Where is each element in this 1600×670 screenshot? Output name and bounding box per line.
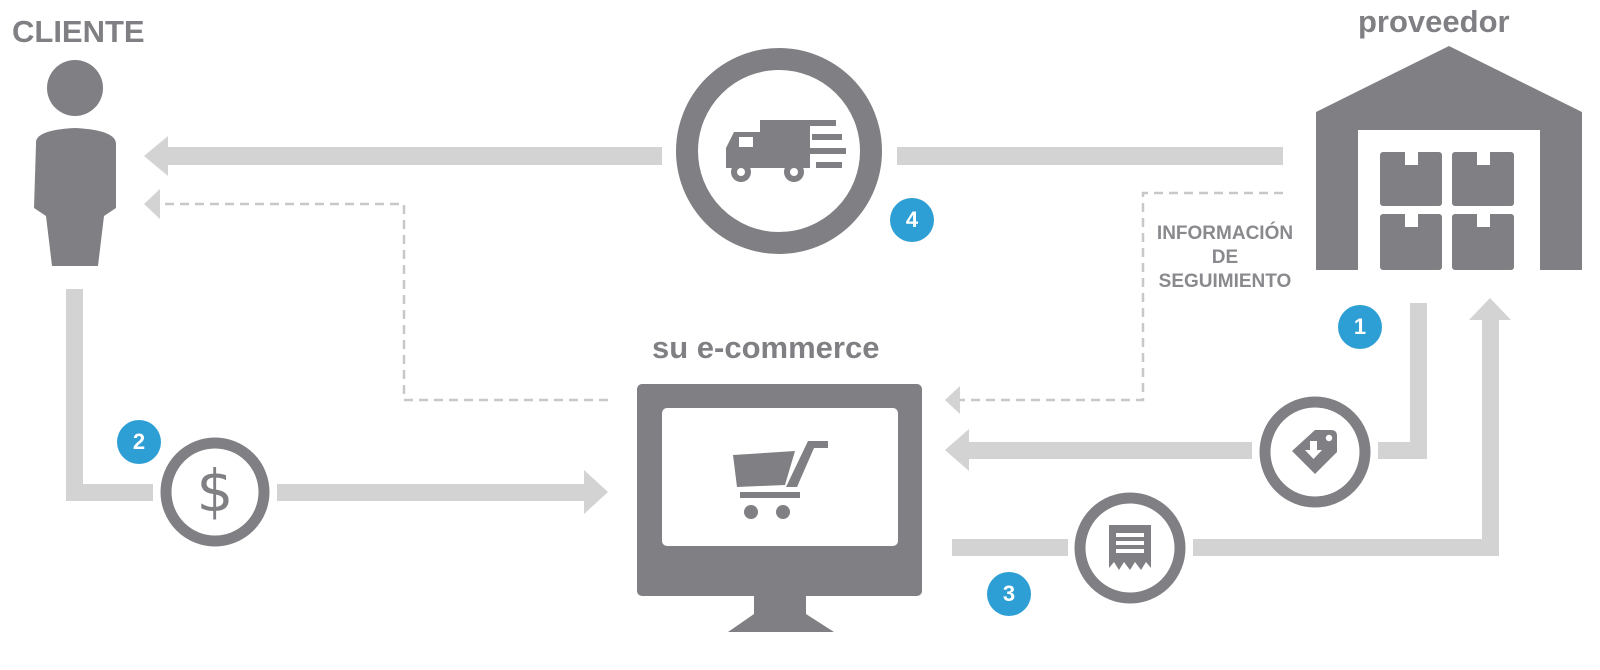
step-badge-3: 3 — [987, 572, 1031, 616]
receipt-icon — [1074, 492, 1186, 604]
step-badge-1: 1 — [1338, 305, 1382, 349]
tracking-arrowheads — [144, 189, 960, 414]
dollar-icon: $ — [160, 437, 270, 547]
monitor-cart-icon — [637, 384, 922, 632]
step-badge-4: 4 — [890, 198, 934, 242]
svg-text:$: $ — [197, 457, 234, 525]
supplier-label: proveedor — [1358, 4, 1510, 39]
price-tag-icon — [1259, 396, 1371, 508]
tracking-dashed-lines — [165, 191, 1283, 402]
warehouse-icon — [1316, 46, 1582, 270]
client-label: CLIENTE — [12, 14, 145, 49]
order-arrow — [945, 303, 1427, 471]
payment-arrow — [66, 289, 608, 514]
tracking-info-line-1: INFORMACIÓN — [1156, 223, 1294, 244]
person-icon — [34, 60, 116, 266]
ecommerce-label: su e-commerce — [652, 330, 880, 365]
tracking-info-label: INFORMACIÓN DE SEGUIMIENTO — [1140, 222, 1310, 294]
tracking-info-line-3: SEGUIMIENTO — [1158, 271, 1292, 292]
tracking-info-line-2: DE — [1211, 247, 1239, 268]
invoice-arrow — [952, 298, 1511, 556]
shipping-arrow — [144, 136, 1283, 176]
delivery-truck-icon — [676, 48, 882, 254]
step-badge-2: 2 — [117, 420, 161, 464]
